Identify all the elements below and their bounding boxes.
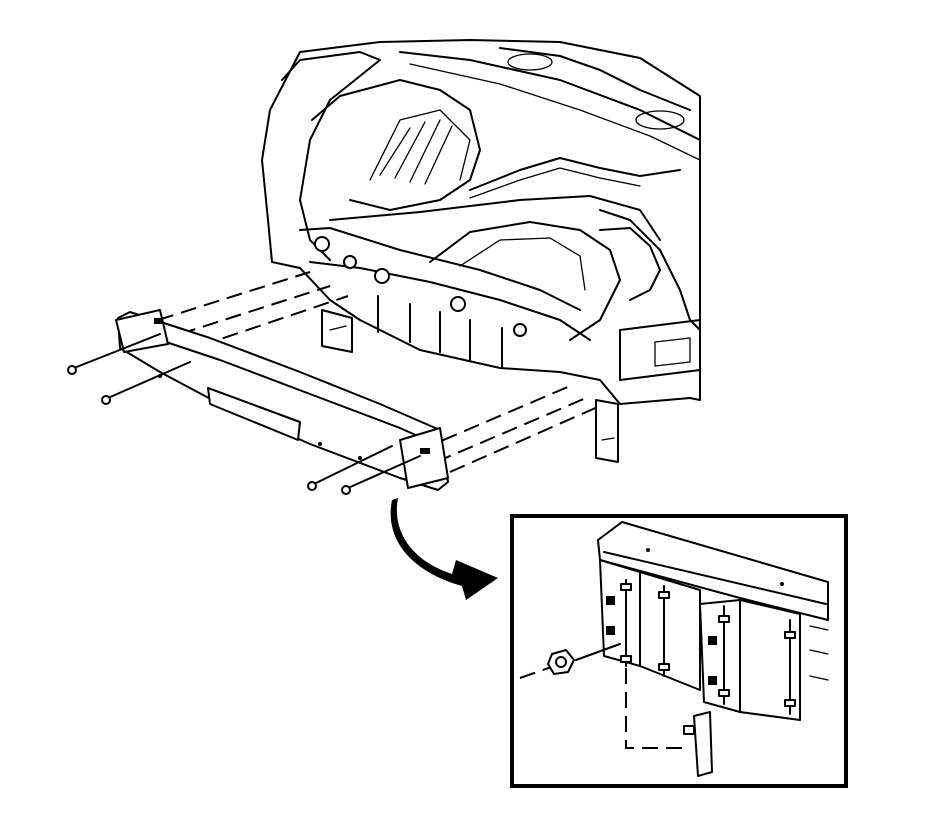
left-rail-weld-mark bbox=[329, 325, 347, 331]
right-tail-pocket-detail bbox=[654, 337, 691, 367]
detail-slot-2 bbox=[606, 626, 615, 635]
detail-beam-edge bbox=[603, 551, 827, 605]
detail-left-bracket-side bbox=[639, 571, 701, 691]
alignment-line-lower-right-3 bbox=[449, 405, 601, 473]
vehicle-rear-body-structure bbox=[261, 39, 701, 463]
detail-studs bbox=[620, 579, 796, 715]
rear-panel-hole-1 bbox=[314, 236, 330, 252]
right-tail-pocket bbox=[619, 319, 701, 381]
detail-stud-extension bbox=[575, 643, 621, 661]
bar-dot-2 bbox=[318, 442, 322, 446]
alignment-line-lower-right-1 bbox=[419, 385, 571, 451]
rear-impact-bar bbox=[115, 309, 449, 491]
right-rail-weld-mark bbox=[601, 437, 615, 441]
detail-background-lines bbox=[809, 625, 829, 681]
mounting-bolts bbox=[67, 333, 421, 495]
detail-slot-4 bbox=[708, 676, 717, 685]
right-bracket-slot bbox=[420, 448, 430, 454]
trunk-floor bbox=[329, 195, 661, 241]
rear-panel-hole-2 bbox=[343, 255, 357, 269]
curved-arrow-icon bbox=[390, 498, 498, 600]
left-frame-rail-end bbox=[321, 309, 353, 353]
detail-retainer-clip bbox=[683, 711, 713, 777]
wiring-harness-upper bbox=[469, 157, 681, 191]
detail-right-bracket-side bbox=[739, 599, 801, 721]
harness-loop bbox=[599, 227, 661, 301]
bolt-right-upper bbox=[307, 445, 393, 491]
left-bracket-slot bbox=[154, 318, 162, 324]
bar-dot-3 bbox=[358, 456, 362, 460]
bolt-alignment-lines bbox=[157, 271, 601, 473]
detail-nut-icon bbox=[547, 649, 575, 675]
left-wheelhouse-inner bbox=[369, 109, 471, 181]
impact-bar-right-bracket bbox=[399, 427, 449, 489]
impact-bar-recess bbox=[207, 387, 301, 441]
bolt-left-lower bbox=[101, 361, 191, 405]
rear-panel-hole-4 bbox=[450, 296, 466, 312]
alignment-line-upper-left-2 bbox=[179, 285, 331, 335]
alignment-line-upper-left-1 bbox=[157, 271, 311, 321]
shelf-opening-left bbox=[507, 53, 553, 71]
right-wheelhouse bbox=[429, 221, 621, 341]
rear-panel-hole-5 bbox=[513, 323, 527, 337]
impact-bar-top-edge bbox=[129, 329, 441, 447]
upper-cross-member-detail bbox=[409, 63, 701, 161]
alignment-line-upper-left-3 bbox=[199, 295, 349, 347]
alignment-line-lower-right-2 bbox=[435, 397, 587, 463]
detail-clip-alignment-line bbox=[625, 668, 690, 749]
right-wheelhouse-inner bbox=[459, 237, 586, 291]
upper-shelf bbox=[499, 47, 691, 111]
wiring-harness-lower bbox=[469, 167, 641, 199]
left-wheelhouse-ribs bbox=[379, 119, 453, 185]
detail-slot-3 bbox=[708, 636, 717, 645]
detail-inset bbox=[510, 514, 848, 788]
left-quarter-panel bbox=[281, 51, 381, 261]
detail-callout-arrow bbox=[390, 498, 498, 600]
left-wheelhouse bbox=[311, 79, 481, 211]
rear-panel-ribs bbox=[377, 295, 503, 369]
rear-panel-hole-3 bbox=[374, 268, 390, 284]
right-frame-rail-end bbox=[595, 399, 619, 463]
bolt-left-upper bbox=[67, 333, 161, 375]
impact-bar-body bbox=[117, 311, 449, 491]
body-outline bbox=[261, 39, 701, 405]
shelf-opening-right bbox=[635, 110, 685, 130]
upper-cross-member bbox=[399, 51, 701, 141]
rear-panel-top bbox=[299, 227, 581, 311]
detail-slot-1 bbox=[606, 596, 615, 605]
bolt-right-lower bbox=[341, 455, 421, 495]
